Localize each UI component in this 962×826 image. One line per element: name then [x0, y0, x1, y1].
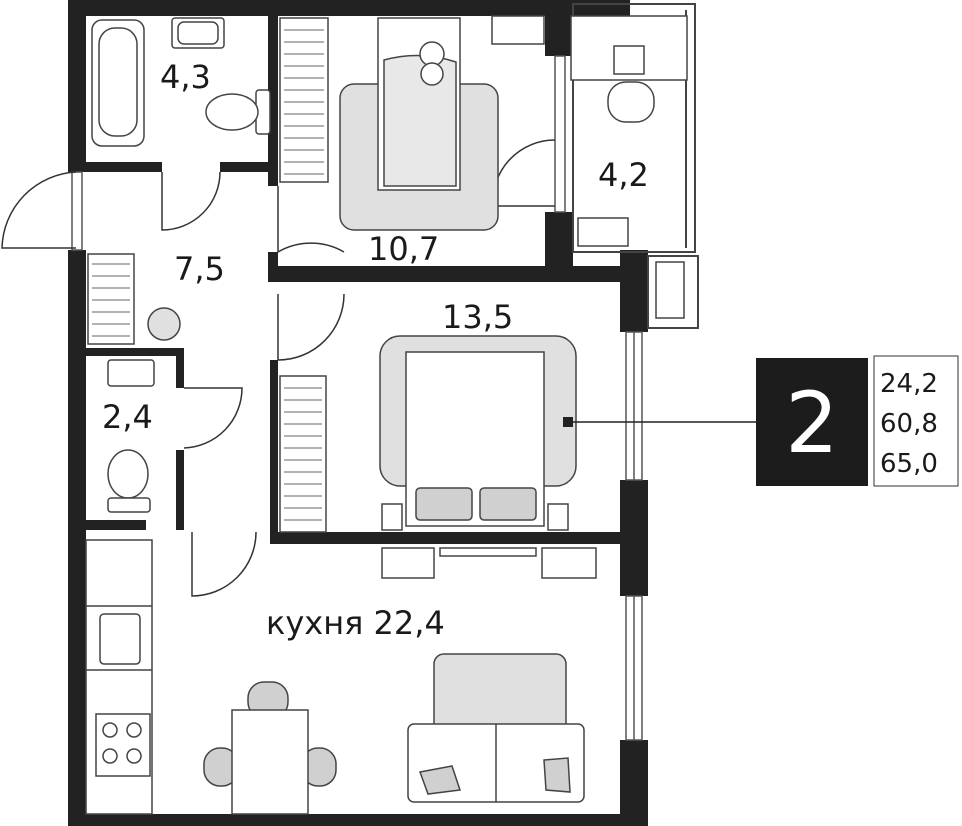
room-area-bathroom: 4,3	[160, 58, 211, 96]
living-area-value: 24,2	[880, 369, 938, 399]
furniture	[85, 15, 688, 815]
rooms-count: 2	[785, 374, 838, 472]
room-area-balcony: 4,2	[598, 156, 649, 194]
windows	[71, 55, 643, 741]
room-area-bedroom-small: 10,7	[368, 230, 439, 268]
walls	[68, 0, 648, 826]
rooms-count-badge: 2	[756, 358, 868, 486]
area-with-balcony-value: 65,0	[880, 449, 938, 479]
room-area-bedroom-main: 13,5	[442, 298, 513, 336]
area-summary: 24,2 60,8 65,0	[873, 355, 959, 487]
total-area-value: 60,8	[880, 409, 938, 439]
room-area-kitchen: кухня 22,4	[266, 604, 445, 642]
room-area-hall: 7,5	[174, 250, 225, 288]
leader-line	[563, 417, 756, 427]
room-labels: 4,3 10,7 4,2 7,5 13,5 2,4 кухня 22,4	[102, 58, 649, 642]
room-area-wc: 2,4	[102, 398, 153, 436]
